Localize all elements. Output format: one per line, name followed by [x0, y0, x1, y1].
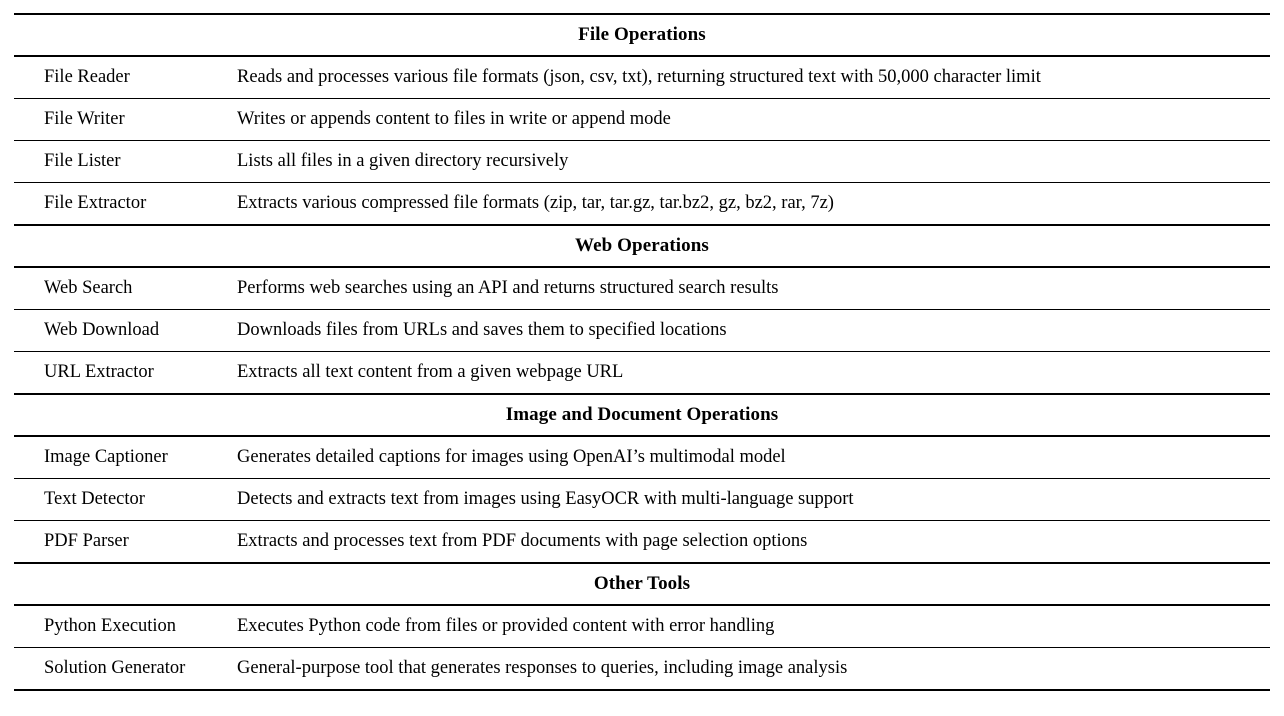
tool-name-cell: File Extractor [44, 193, 147, 213]
tool-description-cell: Generates detailed captions for images u… [237, 447, 786, 467]
tool-description-cell: Detects and extracts text from images us… [237, 489, 854, 509]
horizontal-rule [14, 140, 1270, 141]
horizontal-rule [14, 647, 1270, 648]
tool-description-cell: Extracts and processes text from PDF doc… [237, 531, 808, 551]
horizontal-rule [14, 689, 1270, 692]
row-separator-rule [14, 647, 1270, 648]
horizontal-rule [14, 520, 1270, 521]
table-bottom-rule [14, 689, 1270, 692]
horizontal-rule [14, 182, 1270, 183]
tool-name-cell: Web Download [44, 320, 160, 340]
section-header-web-operations: Web Operations [575, 235, 709, 256]
tool-description-cell: Downloads files from URLs and saves them… [237, 320, 727, 340]
tool-description-cell: Performs web searches using an API and r… [237, 278, 779, 298]
row-separator-rule [14, 309, 1270, 310]
row-separator-rule [14, 351, 1270, 352]
tool-name-cell: File Reader [44, 67, 130, 87]
tool-name-cell: Python Execution [44, 616, 177, 636]
tool-description-cell: Extracts various compressed file formats… [237, 193, 834, 213]
table-row: Text Detector Detects and extracts text f… [14, 479, 1270, 521]
tool-description-cell: Writes or appends content to files in wr… [237, 109, 671, 129]
table-row: URL Extractor Extracts all text content f… [14, 352, 1270, 394]
tool-description-cell: General-purpose tool that generates resp… [237, 658, 848, 678]
section-header-image-and-document-operations: Image and Document Operations [505, 404, 779, 425]
section-header-other-tools: Other Tools [593, 573, 691, 594]
table-row: Image Captioner Generates detailed captio… [14, 437, 1270, 479]
section-header-row-web-operations: Web Operations [14, 226, 1270, 267]
tool-name-cell: Image Captioner [44, 447, 168, 467]
tool-description-cell: Reads and processes various file formats… [237, 67, 1041, 87]
tool-name-cell: PDF Parser [44, 531, 129, 551]
horizontal-rule [14, 98, 1270, 99]
table-row: Python Execution Executes Python code fro… [14, 606, 1270, 648]
table-row: PDF Parser Extracts and processes text fr… [14, 521, 1270, 563]
row-separator-rule [14, 520, 1270, 521]
table-row: Web Download Downloads files from URLs an… [14, 310, 1270, 352]
tool-name-cell: Text Detector [44, 489, 145, 509]
row-separator-rule [14, 478, 1270, 479]
tool-name-cell: Web Search [44, 278, 133, 298]
horizontal-rule [14, 351, 1270, 352]
section-header-file-operations: File Operations [578, 24, 706, 45]
row-separator-rule [14, 98, 1270, 99]
table-row: File Writer Writes or appends content to … [14, 99, 1270, 141]
row-separator-rule [14, 182, 1270, 183]
table-row: File Lister Lists all files in a given di… [14, 141, 1270, 183]
tool-description-cell: Extracts all text content from a given w… [237, 362, 624, 382]
table-row: Solution Generator General-purpose tool t… [14, 648, 1270, 690]
horizontal-rule [14, 309, 1270, 310]
row-separator-rule [14, 140, 1270, 141]
horizontal-rule [14, 478, 1270, 479]
tool-description-cell: Executes Python code from files or provi… [237, 616, 775, 636]
tool-name-cell: File Writer [44, 109, 125, 129]
table-row: File Reader Reads and processes various f… [14, 57, 1270, 99]
section-header-row-image-and-document-operations: Image and Document Operations [14, 395, 1270, 436]
tool-name-cell: Solution Generator [44, 658, 186, 678]
tool-description-cell: Lists all files in a given directory rec… [237, 151, 569, 171]
section-header-row-file-operations: File Operations [14, 15, 1270, 56]
tool-name-cell: File Lister [44, 151, 121, 171]
section-header-row-other-tools: Other Tools [14, 564, 1270, 605]
tool-name-cell: URL Extractor [44, 362, 154, 382]
table-row: File Extractor Extracts various compresse… [14, 183, 1270, 225]
table-row: Web Search Performs web searches using an… [14, 268, 1270, 310]
